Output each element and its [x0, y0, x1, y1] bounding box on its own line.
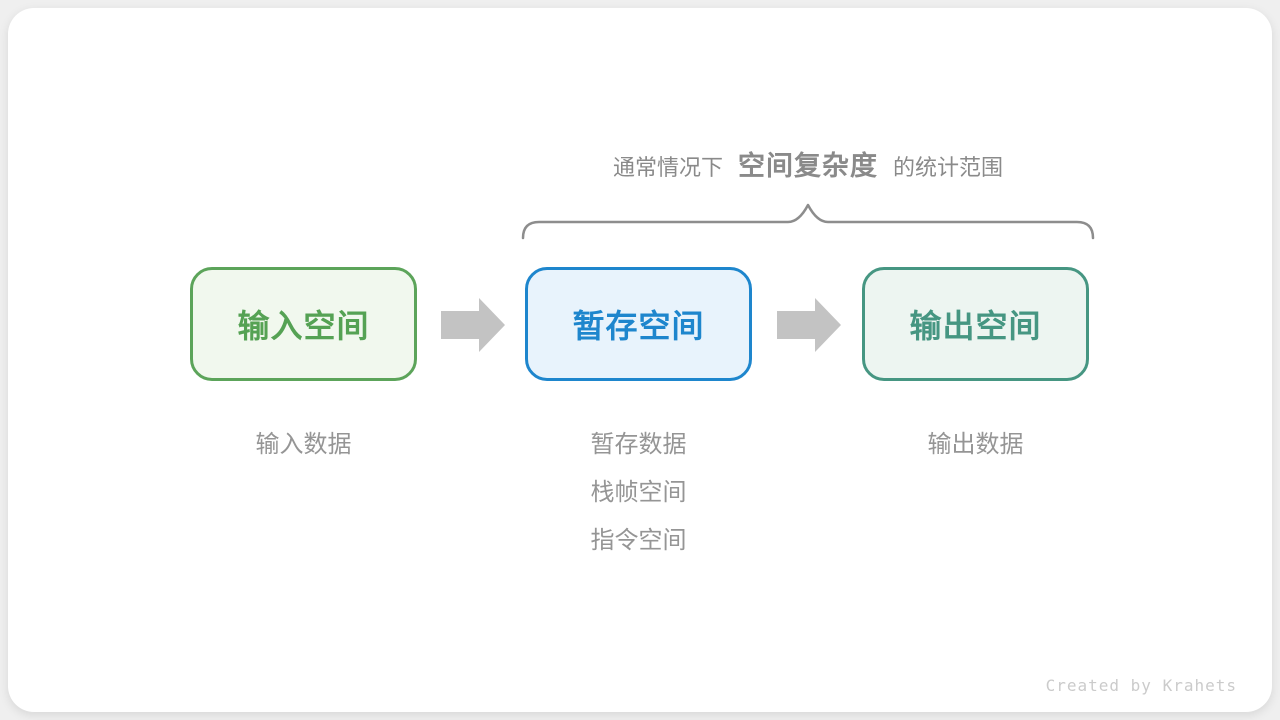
- arrow-right-shape: [441, 298, 505, 352]
- watermark: Created by Krahets: [1045, 676, 1237, 695]
- box-temp-space-label: 暂存空间: [572, 308, 705, 344]
- box-output-space-label: 输出空间: [909, 308, 1042, 344]
- label-output-data: 输出数据: [927, 431, 1024, 458]
- box-input-space: 输入空间: [190, 267, 417, 381]
- label-instruction-space: 指令空间: [590, 527, 687, 554]
- box-temp-space: 暂存空间: [525, 267, 752, 381]
- arrow-right-icon: [777, 298, 841, 352]
- box-input-space-label: 输入空间: [237, 308, 370, 344]
- label-input-data: 输入数据: [255, 431, 352, 458]
- arrow-right-shape: [777, 298, 841, 352]
- annotation-title: 通常情况下 空间复杂度 的统计范围: [500, 144, 1116, 188]
- annotation-prefix: 通常情况下: [612, 155, 723, 180]
- label-stack-frame-space: 栈帧空间: [590, 479, 687, 506]
- box-output-space: 输出空间: [862, 267, 1089, 381]
- scope-brace: [521, 203, 1095, 240]
- annotation-highlight: 空间复杂度: [738, 151, 878, 181]
- arrow-right-icon: [441, 298, 505, 352]
- scope-brace-path: [521, 203, 1095, 240]
- label-temp-data: 暂存数据: [590, 431, 687, 458]
- annotation-suffix: 的统计范围: [893, 155, 1004, 180]
